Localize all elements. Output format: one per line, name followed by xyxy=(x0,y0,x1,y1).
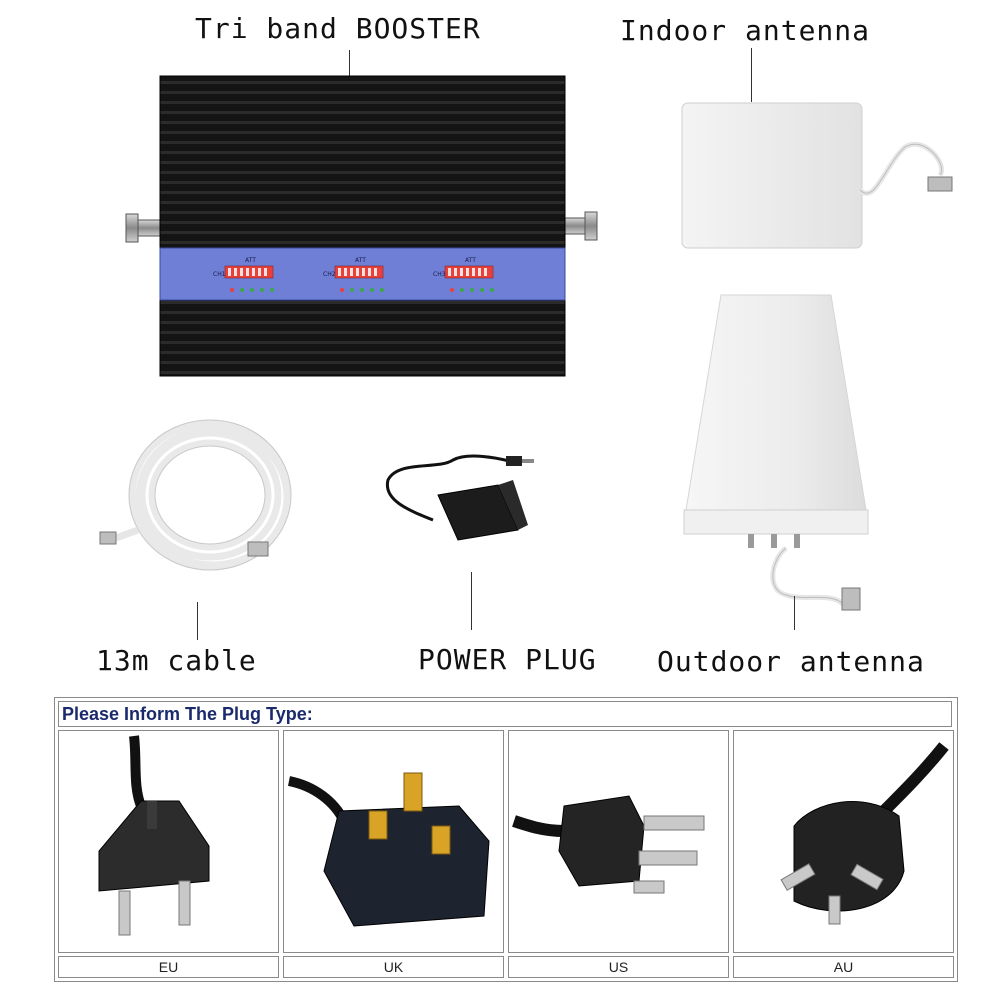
plug-cell-au[interactable] xyxy=(733,730,954,953)
att-label-1: ATT xyxy=(245,257,256,264)
plug-label-uk: UK xyxy=(283,956,504,978)
ch-label-1: CH1 xyxy=(213,271,226,278)
eu-plug-icon xyxy=(98,735,210,936)
booster-image: ATT ATT ATT CH1 CH2 CH3 xyxy=(125,75,598,377)
ch-label-3: CH3 xyxy=(433,271,446,278)
att-label-2: ATT xyxy=(355,257,366,264)
plug-cell-eu[interactable] xyxy=(58,730,279,953)
outdoor-antenna-image xyxy=(683,294,869,611)
plug-type-table: Please Inform The Plug Type: xyxy=(54,697,958,982)
cable-leader-line xyxy=(197,602,198,640)
plug-label-us: US xyxy=(508,956,729,978)
indoor-antenna-leader-line xyxy=(751,48,752,102)
plug-cell-uk[interactable] xyxy=(283,730,504,953)
power-adapter-image xyxy=(385,454,534,541)
indoor-antenna-label: Indoor antenna xyxy=(620,14,871,47)
booster-label: Tri band BOOSTER xyxy=(195,12,481,45)
plug-table-header: Please Inform The Plug Type: xyxy=(58,701,952,727)
booster-leader-line xyxy=(349,50,350,76)
plug-label-au: AU xyxy=(733,956,954,978)
power-plug-leader-line xyxy=(471,572,472,630)
cable-label: 13m cable xyxy=(96,644,257,677)
indoor-antenna-image xyxy=(681,102,953,249)
att-label-3: ATT xyxy=(465,257,476,264)
outdoor-antenna-leader-line xyxy=(794,596,795,630)
plug-label-eu: EU xyxy=(58,956,279,978)
uk-plug-icon xyxy=(287,772,490,927)
au-plug-icon xyxy=(780,742,949,925)
power-plug-label: POWER PLUG xyxy=(418,643,597,676)
ch-label-2: CH2 xyxy=(323,271,336,278)
plug-cell-us[interactable] xyxy=(508,730,729,953)
outdoor-antenna-label: Outdoor antenna xyxy=(657,645,925,678)
us-plug-icon xyxy=(512,795,705,894)
cable-image xyxy=(99,419,292,571)
